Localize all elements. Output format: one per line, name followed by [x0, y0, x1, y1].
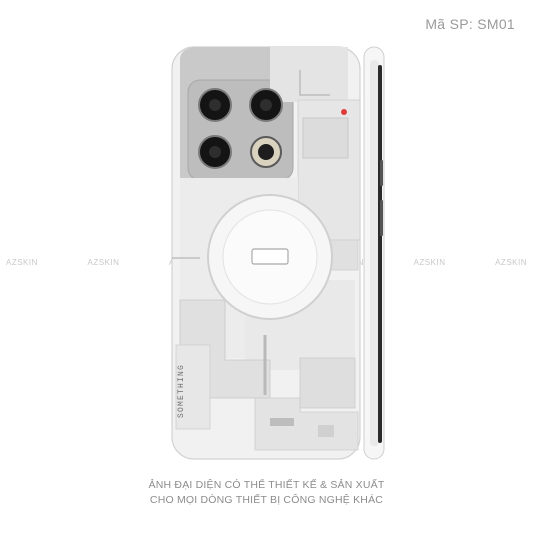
product-code-label: Mã SP: SM01	[425, 16, 515, 32]
ring-center-plate	[251, 248, 289, 265]
circuit-panel	[175, 344, 211, 430]
skin-printed-text: SOMETHING	[177, 364, 186, 418]
circuit-chip	[302, 117, 349, 159]
watermark-text: AZSKIN	[87, 258, 120, 267]
circuit-trace	[299, 70, 330, 96]
side-button	[380, 200, 383, 236]
phone-screen-edge	[378, 65, 382, 443]
circuit-connector	[270, 418, 294, 426]
watermark-text: AZSKIN	[6, 258, 38, 267]
sensor-dot-icon	[341, 109, 347, 115]
footer-line: ẢNH ĐẠI DIỆN CÓ THỂ THIẾT KẾ & SẢN XUẤT	[148, 479, 385, 491]
camera-lens-icon	[198, 88, 232, 122]
watermark-text: AZSKIN	[413, 258, 446, 267]
circuit-chip	[299, 357, 356, 409]
phone-side-rail	[370, 60, 379, 446]
watermark-text: AZSKIN	[495, 258, 527, 267]
phone-back: SOMETHING	[171, 46, 361, 460]
circuit-chip	[329, 239, 359, 271]
phone-side-profile	[363, 46, 385, 460]
circuit-panel	[270, 47, 348, 102]
footer-caption: ẢNH ĐẠI DIỆN CÓ THỂ THIẾT KẾ & SẢN XUẤT …	[0, 478, 533, 508]
camera-lens-icon	[249, 88, 283, 122]
camera-lens-icon	[198, 135, 232, 169]
footer-line: CHO MỌI DÒNG THIẾT BỊ CÔNG NGHỆ KHÁC	[149, 494, 384, 506]
circuit-chip	[318, 425, 334, 437]
side-button	[380, 160, 383, 186]
camera-flash-icon	[250, 136, 282, 168]
